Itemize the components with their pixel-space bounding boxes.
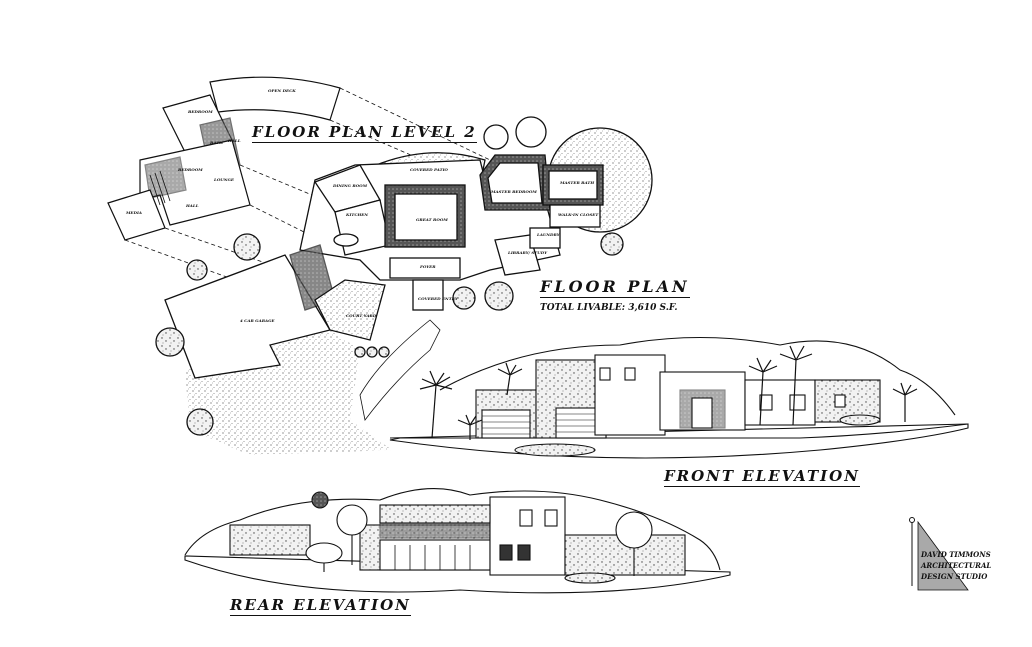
room-label-foyer: FOYER (420, 264, 436, 269)
room-label-master-bath: MASTER BATH (560, 180, 595, 185)
room-label-laundry: LAUNDRY (537, 232, 560, 237)
level2-plan (107, 76, 491, 301)
room-label-bedroom-upper: BEDROOM (188, 109, 213, 114)
rear-elevation (184, 488, 731, 594)
foyer-outline (389, 257, 461, 279)
open-deck-outline (209, 76, 341, 121)
firm-line-1: DAVID TIMMONS (921, 550, 991, 559)
level2-title: FLOOR PLAN LEVEL 2 (252, 123, 477, 143)
library-study-outline (494, 234, 541, 276)
covered-entry-outline (412, 279, 444, 311)
room-label-hall-2: HALL (186, 203, 199, 208)
floor-plan-title: FLOOR PLAN (540, 277, 690, 298)
room-label-bath: BATH (210, 140, 224, 145)
room-label-master-bedroom: MASTER BEDROOM (491, 189, 537, 194)
room-label-covered-entry: COVERED ENTRY (418, 296, 458, 301)
court-yard-outline (314, 279, 386, 341)
room-label-covered-patio: COVERED PATIO (410, 167, 448, 172)
total-livable-note: TOTAL LIVABLE: 3,610 S.F. (540, 303, 678, 313)
firm-logo (909, 517, 969, 591)
rear-elevation-title: REAR ELEVATION (230, 596, 411, 616)
firm-line-2: ARCHITECTURAL (921, 561, 992, 570)
firm-name-block: DAVID TIMMONS ARCHITECTURAL DESIGN STUDI… (921, 549, 991, 582)
front-elevation (389, 336, 969, 459)
room-label-garage: 4 CAR GARAGE (240, 318, 275, 323)
room-label-great-room: GREAT ROOM (416, 217, 448, 222)
plan-trees (155, 116, 624, 436)
room-label-lounge: LOUNGE (214, 177, 234, 182)
room-label-hall-upper: HALL (228, 138, 241, 143)
room-label-court-yard: COURT YARD (346, 313, 377, 318)
firm-line-3: DESIGN STUDIO (921, 572, 988, 581)
room-label-library-study: LIBRARY/ STUDY (508, 250, 548, 255)
main-floor-plan (155, 116, 653, 455)
room-label-kitchen: KITCHEN (346, 212, 368, 217)
front-palms (419, 345, 918, 440)
rear-trees (305, 491, 653, 584)
room-label-walk-in-closet: WALK-IN CLOSET (558, 212, 599, 217)
garage-outline (164, 254, 332, 379)
rear-ground (184, 555, 731, 594)
room-label-dining-room: DINING ROOM (333, 183, 368, 188)
room-label-media: MEDIA (126, 210, 142, 215)
front-elevation-title: FRONT ELEVATION (664, 467, 860, 487)
room-label-bedroom-2: BEDROOM (178, 167, 203, 172)
room-label-open-deck: OPEN DECK (268, 88, 296, 93)
media-room-outline (107, 189, 166, 241)
